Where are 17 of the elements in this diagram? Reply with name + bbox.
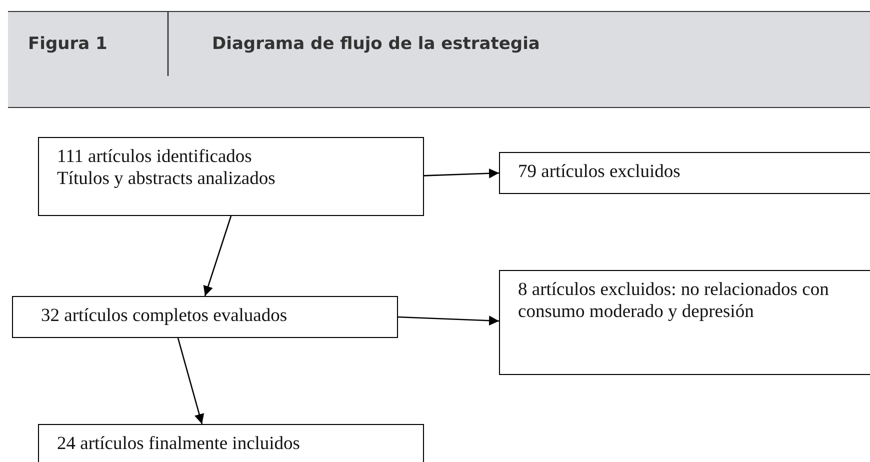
- process-box: [38, 424, 424, 462]
- box-text: 8 artículos excluidos: no relacionados con consumo moderado y depresión: [518, 279, 830, 323]
- arrow: [177, 338, 204, 424]
- box-text: 111 artículos identificados: [57, 146, 253, 168]
- arrow: [203, 216, 232, 296]
- arrow: [424, 168, 500, 178]
- box-text: 24 artículos finalmente incluidos: [57, 433, 302, 455]
- box-text: Títulos y abstracts analizados: [57, 168, 276, 190]
- process-box: [499, 152, 870, 194]
- process-box: [38, 137, 424, 216]
- arrow: [398, 316, 500, 326]
- figure-number: Figura 1: [28, 34, 108, 54]
- figure-title: Diagrama de flujo de la estrategia: [212, 34, 540, 54]
- box-text: 79 artículos excluidos: [518, 161, 682, 183]
- box-text: 32 artículos completos evaluados: [41, 305, 288, 327]
- process-box: [12, 296, 398, 338]
- process-box: [499, 270, 870, 375]
